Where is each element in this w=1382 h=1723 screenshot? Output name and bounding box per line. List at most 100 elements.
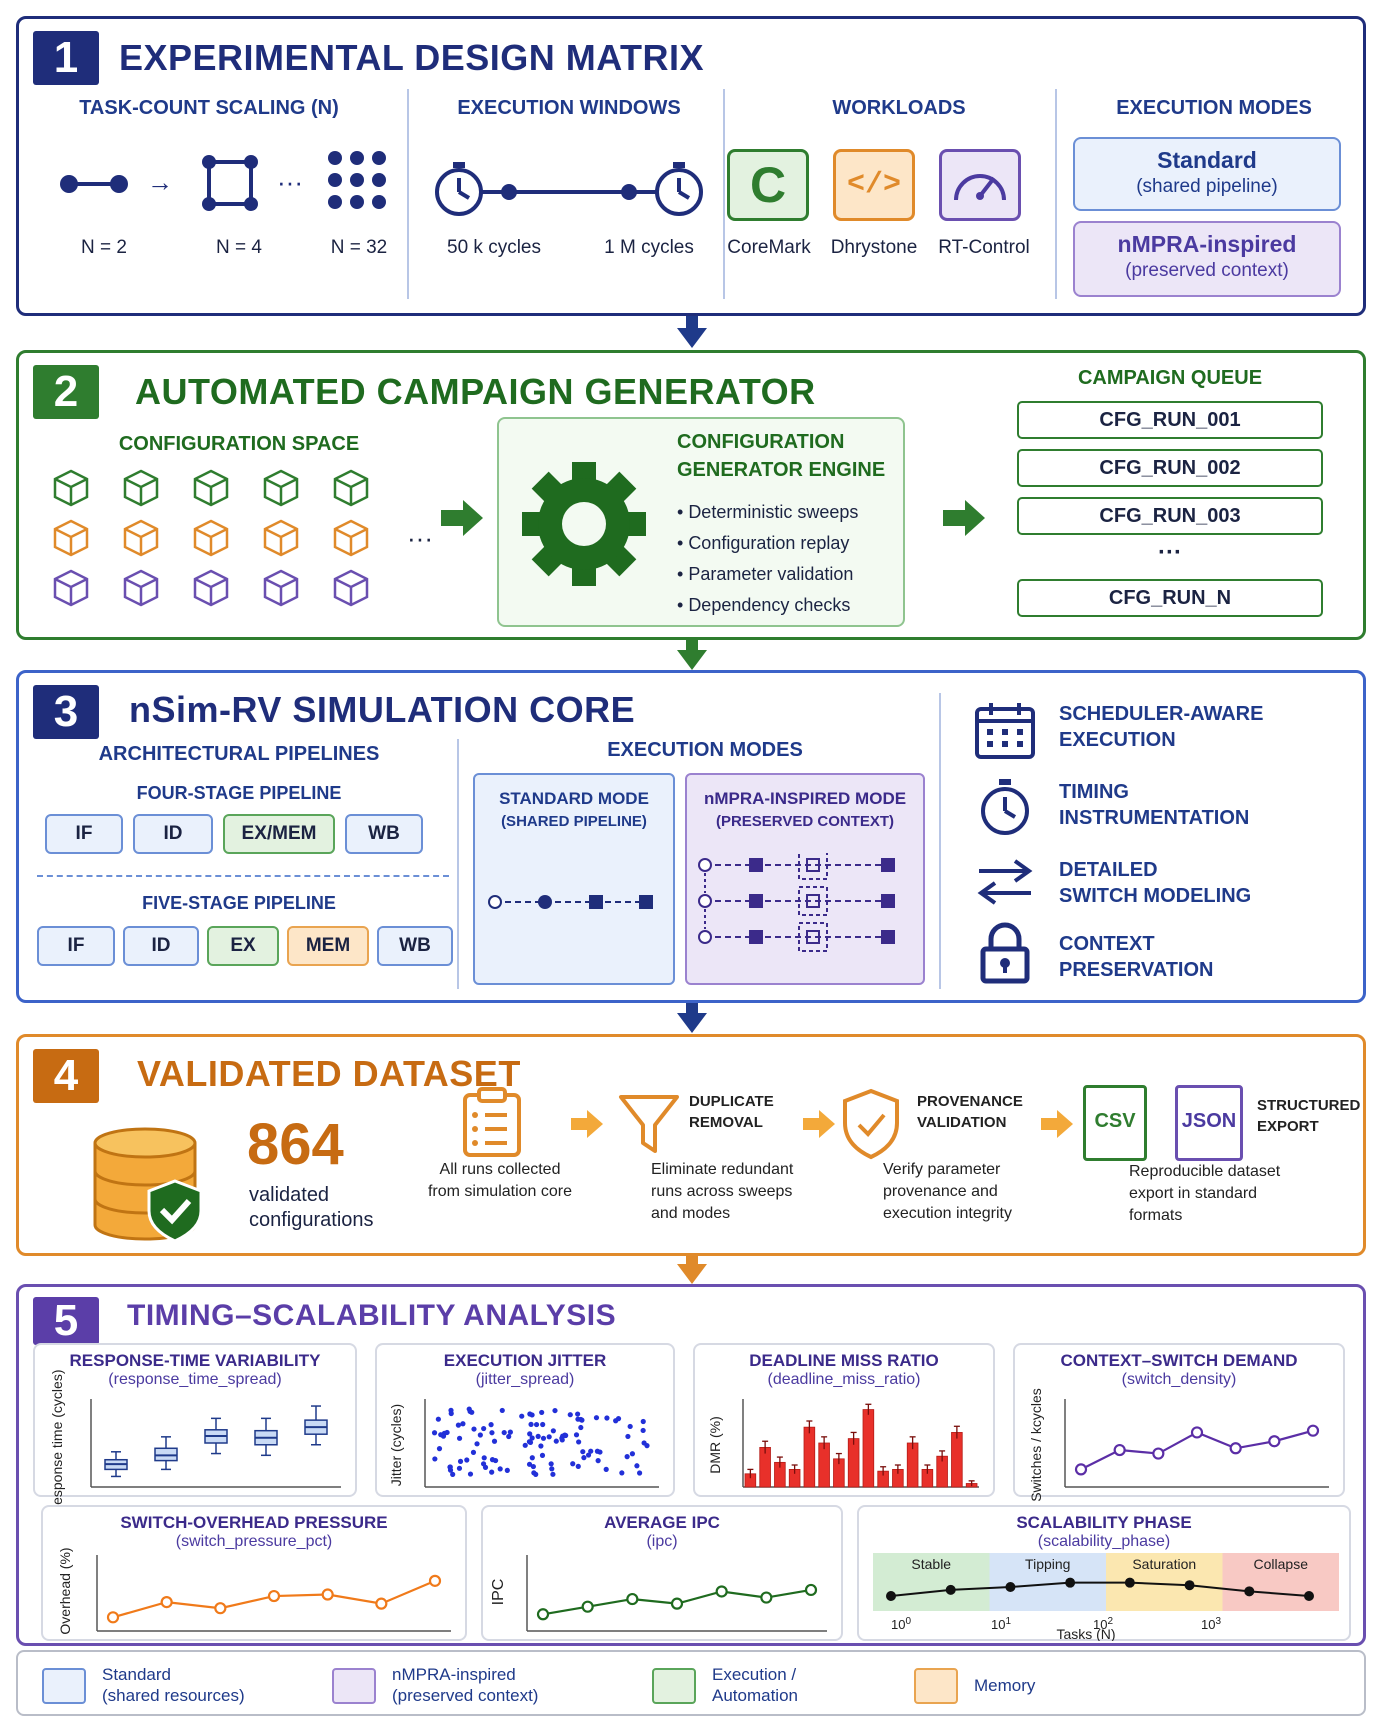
scatter-point [491, 1438, 498, 1444]
chart-ylabel: Switches / kcycles [1028, 1388, 1044, 1502]
scatter-point [501, 1429, 507, 1436]
panel-number: 2 [33, 365, 99, 419]
arrow-right-icon [1041, 1110, 1073, 1138]
series-point [626, 1592, 639, 1606]
scatter-point [467, 1471, 474, 1477]
scatter-point [529, 1435, 535, 1441]
nmpra-mode-label: nMPRA-INSPIRED MODE [703, 789, 907, 808]
scatter-point [499, 1407, 505, 1414]
scatter-point [540, 1421, 546, 1428]
scatter-point [552, 1407, 558, 1414]
series-point [214, 1602, 227, 1615]
scatter-point [548, 1461, 554, 1467]
panel-title: VALIDATED DATASET [137, 1053, 521, 1094]
pipelines-header: ARCHITECTURAL PIPELINES [98, 743, 380, 765]
phase-label: Tipping [1025, 1556, 1070, 1572]
standard-mode-sublabel: (SHARED PIPELINE) [501, 813, 647, 830]
series-point [804, 1583, 818, 1597]
scatter-point [431, 1430, 438, 1436]
scatter-point [460, 1421, 466, 1427]
bar [788, 1464, 801, 1488]
scatter-point [530, 1463, 536, 1470]
bar-rect [818, 1442, 830, 1488]
stage-mem: MEM [287, 926, 369, 966]
phase-band [1222, 1553, 1339, 1611]
scatter-point [575, 1463, 581, 1469]
chart-subtitle: (ipc) [646, 1533, 678, 1550]
preserved-context-box [798, 853, 828, 880]
phase-label: Collapse [1254, 1556, 1309, 1572]
queue-item: CFG_RUN_001 [1017, 401, 1323, 439]
scatter-point [550, 1471, 556, 1477]
csv-label: CSV [1094, 1110, 1136, 1132]
legend-label-execution: Execution /Automation [712, 1665, 798, 1705]
series-point [267, 1589, 281, 1603]
scatter-point [481, 1455, 487, 1461]
four-stage-title: FOUR-STAGE PIPELINE [136, 783, 342, 803]
chart-subtitle: (switch_density) [1121, 1371, 1237, 1388]
bar [906, 1436, 919, 1488]
lock-icon [980, 922, 1030, 984]
cube-edge [54, 577, 88, 589]
x-tick-label: 103 [1201, 1616, 1221, 1632]
panel-experimental-design: 1 EXPERIMENTAL DESIGN MATRIX TASK-COUNT … [16, 16, 1366, 316]
ellipsis-icon: ··· [277, 167, 303, 197]
bar [951, 1425, 963, 1488]
chart-plot [526, 1555, 827, 1632]
chart-plot [742, 1399, 979, 1488]
cube-icon [53, 519, 89, 557]
csv-file-icon: CSV [1083, 1085, 1147, 1161]
flow-arrow-down-icon [677, 1264, 707, 1284]
cube-edge [334, 577, 368, 589]
scatter-point [540, 1435, 547, 1441]
scatter-point [637, 1470, 643, 1476]
scatter-point [553, 1438, 559, 1444]
shared-pipeline-icon [488, 895, 655, 909]
scatter-point [625, 1433, 631, 1440]
box-plot [154, 1436, 178, 1471]
panel-title: nSim-RV SIMULATION CORE [129, 689, 636, 730]
chart-title: DEADLINE MISS RATIO [749, 1351, 939, 1370]
chart-response-time: RESPONSE-TIME VARIABILITY (response_time… [33, 1343, 357, 1515]
cube-icon [333, 469, 369, 507]
task-scaling-header: TASK-COUNT SCALING (N) [79, 97, 339, 119]
phase-point [1124, 1577, 1135, 1588]
engine-bullet: • Dependency checks [677, 595, 851, 615]
json-label: JSON [1181, 1110, 1237, 1132]
stage-if: IF [37, 926, 115, 966]
scatter-point [627, 1423, 633, 1430]
bar-rect [906, 1442, 919, 1488]
cube-icon [53, 469, 89, 507]
scatter-point [585, 1452, 592, 1458]
cube-edge [54, 527, 88, 539]
bar [921, 1464, 934, 1488]
standard-mode-panel: STANDARD MODE (SHARED PIPELINE) [473, 773, 675, 985]
legend-label-nmpra: nMPRA-inspired(preserved context) [392, 1665, 539, 1705]
divider [723, 89, 725, 299]
chart-ylabel: Overhead (%) [57, 1547, 73, 1635]
chart-plot [1064, 1399, 1329, 1488]
series-point [536, 1608, 550, 1621]
bar [847, 1431, 860, 1488]
gauge-icon [939, 149, 1021, 221]
scatter-point [546, 1434, 552, 1440]
series-point [1074, 1463, 1088, 1476]
scatter-point [474, 1441, 480, 1447]
bar [833, 1452, 845, 1488]
bar [892, 1464, 904, 1488]
cube-edge [264, 477, 298, 489]
coremark-glyph: C [749, 157, 787, 213]
workload-coremark: CoreMark [727, 237, 811, 258]
chart-deadline-miss: DEADLINE MISS RATIO (deadline_miss_ratio… [693, 1343, 995, 1497]
panel-number: 4 [33, 1049, 99, 1103]
legend-swatch-standard [42, 1668, 86, 1704]
chart-ylabel: Jitter (cycles) [388, 1403, 404, 1487]
stage-id: ID [133, 814, 213, 854]
context-row [698, 922, 895, 952]
scatter-point [549, 1466, 555, 1472]
